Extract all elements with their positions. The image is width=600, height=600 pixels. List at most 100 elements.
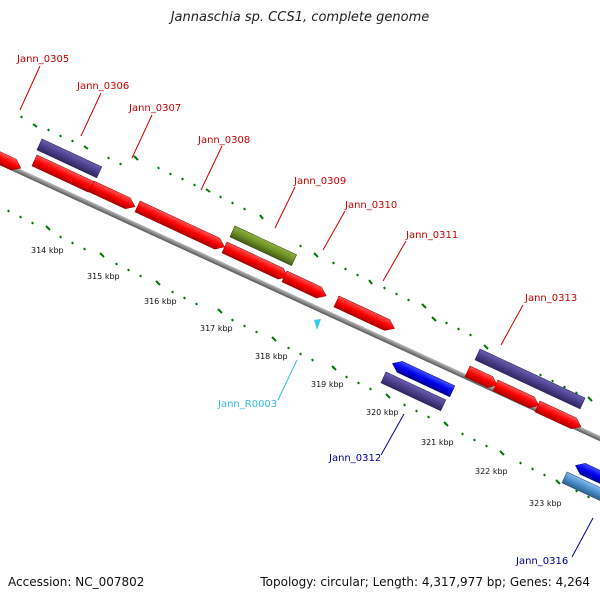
inner-tick bbox=[171, 290, 174, 294]
inner-tick bbox=[331, 365, 337, 371]
inner-tick bbox=[287, 346, 290, 350]
kbp-label: 322 kbp bbox=[475, 467, 508, 476]
label-jann-0309[interactable]: Jann_0309 bbox=[293, 176, 346, 187]
inner-tick bbox=[473, 438, 476, 442]
gene-jann-0315[interactable] bbox=[534, 400, 584, 432]
genome-backbone bbox=[0, 151, 600, 458]
kbp-label: 317 kbp bbox=[200, 324, 233, 333]
inner-tick bbox=[271, 336, 277, 342]
label-leaders bbox=[19, 65, 594, 558]
inner-tick bbox=[195, 302, 198, 306]
gene-jann-0311[interactable] bbox=[333, 295, 397, 334]
outer-tick bbox=[575, 391, 578, 395]
map-title: Jannaschia sp. CCS1, complete genome bbox=[170, 10, 430, 25]
label-jann-0312[interactable]: Jann_0312 bbox=[328, 453, 381, 464]
outer-tick bbox=[47, 128, 50, 132]
label-jann-0305[interactable]: Jann_0305 bbox=[16, 54, 69, 65]
kbp-labels: 314 kbp 315 kbp 316 kbp 317 kbp 318 kbp … bbox=[31, 246, 562, 508]
outer-tick bbox=[368, 279, 373, 285]
label-jann-0308[interactable]: Jann_0308 bbox=[197, 135, 250, 146]
gene-jann-0307[interactable] bbox=[88, 180, 138, 212]
outer-tick bbox=[107, 156, 110, 160]
inner-ticks bbox=[7, 209, 590, 499]
outer-tick bbox=[205, 188, 211, 193]
outer-tick bbox=[181, 177, 184, 181]
outer-tick bbox=[421, 303, 427, 309]
outer-tick bbox=[71, 139, 74, 143]
inner-tick bbox=[71, 241, 74, 245]
kbp-label: 320 kbp bbox=[366, 408, 399, 417]
inner-tick bbox=[519, 461, 522, 465]
leader-jann-0306 bbox=[80, 92, 102, 137]
rna-jann-r0003[interactable] bbox=[314, 319, 321, 330]
kbp-label: 318 kbp bbox=[255, 352, 288, 361]
inner-tick bbox=[499, 450, 505, 456]
kbp-label: 321 kbp bbox=[421, 438, 454, 447]
inner-tick bbox=[299, 352, 302, 356]
kbp-label: 315 kbp bbox=[87, 272, 120, 281]
gene-jann-0309[interactable] bbox=[229, 225, 297, 266]
label-jann-r0003[interactable]: Jann_R0003 bbox=[217, 399, 277, 410]
gene-jann-0313[interactable] bbox=[474, 348, 586, 410]
outer-tick bbox=[20, 115, 23, 119]
inner-tick bbox=[83, 247, 86, 251]
leader-jann-r0003 bbox=[277, 359, 298, 401]
gene-jann-0314[interactable] bbox=[492, 379, 542, 411]
forward-genes bbox=[0, 132, 586, 432]
leader-jann-0311 bbox=[382, 240, 407, 282]
outer-tick bbox=[219, 195, 222, 199]
gene-jann-0316-forward[interactable] bbox=[573, 460, 600, 489]
backbone-group bbox=[0, 151, 600, 458]
label-jann-0306[interactable]: Jann_0306 bbox=[76, 81, 129, 92]
gene-jann-0305[interactable] bbox=[0, 132, 23, 173]
outer-tick bbox=[539, 373, 542, 377]
leader-jann-0308 bbox=[200, 145, 223, 191]
kbp-label: 323 kbp bbox=[529, 499, 562, 508]
leader-jann-0307 bbox=[131, 114, 153, 159]
leader-jann-0309 bbox=[274, 186, 296, 229]
label-jann-0307[interactable]: Jann_0307 bbox=[128, 103, 181, 114]
label-jann-0310[interactable]: Jann_0310 bbox=[344, 200, 397, 211]
outer-tick bbox=[445, 321, 448, 325]
outer-tick bbox=[133, 155, 139, 161]
label-jann-0316[interactable]: Jann_0316 bbox=[515, 556, 568, 567]
outer-tick bbox=[59, 134, 62, 138]
inner-tick bbox=[369, 387, 372, 391]
gene-jann-0313b[interactable] bbox=[464, 365, 500, 391]
outer-tick bbox=[157, 166, 160, 170]
inner-tick bbox=[403, 403, 406, 407]
label-jann-0311[interactable]: Jann_0311 bbox=[405, 230, 458, 241]
inner-tick bbox=[415, 409, 418, 413]
gene-jann-0312-forward[interactable] bbox=[390, 358, 456, 398]
inner-tick bbox=[587, 495, 590, 499]
label-jann-0313[interactable]: Jann_0313 bbox=[524, 293, 577, 304]
outer-tick bbox=[563, 385, 566, 389]
outer-tick bbox=[383, 286, 386, 290]
inner-tick bbox=[311, 358, 314, 362]
inner-tick bbox=[385, 393, 391, 399]
gene-jann-0309b[interactable] bbox=[221, 241, 291, 282]
inner-tick bbox=[155, 280, 161, 286]
inner-tick bbox=[99, 252, 105, 258]
leader-jann-0313 bbox=[500, 304, 524, 346]
outer-tick bbox=[119, 162, 122, 166]
inner-tick bbox=[7, 209, 10, 213]
outer-ticks bbox=[20, 115, 593, 402]
inner-tick bbox=[461, 432, 464, 436]
inner-tick bbox=[231, 318, 234, 322]
gene-jann-0310[interactable] bbox=[281, 270, 329, 301]
inner-tick bbox=[427, 415, 430, 419]
inner-tick bbox=[217, 308, 223, 314]
kbp-label: 316 kbp bbox=[144, 297, 177, 306]
outer-tick bbox=[332, 261, 335, 265]
gene-jann-0308[interactable] bbox=[134, 200, 227, 252]
inner-tick bbox=[443, 421, 449, 427]
gene-jann-0306[interactable] bbox=[36, 138, 103, 179]
topology-text: Topology: circular; Length: 4,317,977 bp… bbox=[260, 575, 590, 589]
leader-jann-0312 bbox=[380, 413, 405, 456]
gene-jann-0312[interactable] bbox=[380, 371, 447, 412]
inner-tick bbox=[127, 268, 130, 272]
outer-tick bbox=[587, 396, 593, 402]
outer-tick bbox=[395, 292, 398, 296]
